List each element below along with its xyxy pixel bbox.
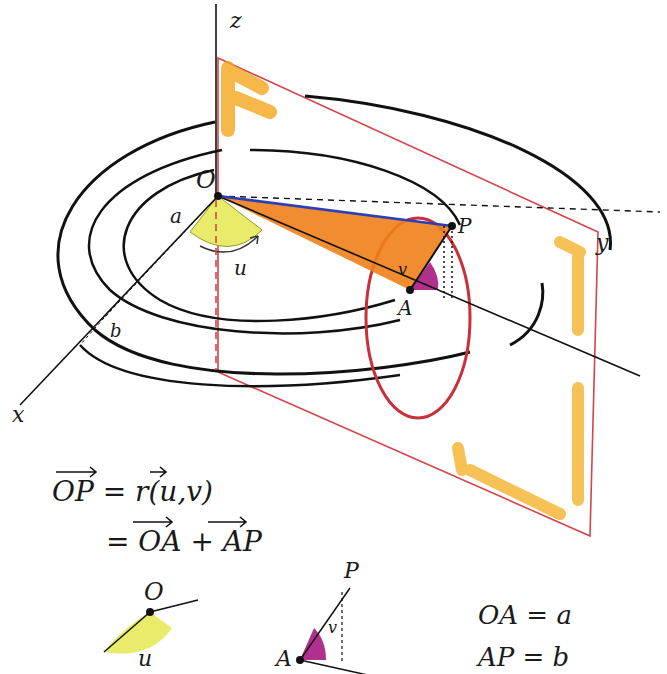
angle-label: v (398, 262, 407, 278)
point-label: A (398, 298, 412, 318)
point-label: A (276, 648, 292, 670)
formula: = OA + AP (106, 528, 262, 556)
point-label: O (196, 168, 216, 192)
point-label: P (458, 216, 471, 236)
formula: AP = b (478, 644, 569, 670)
formula: OA = a (478, 602, 572, 628)
length-label: b (110, 322, 122, 340)
point-label: P (344, 560, 359, 582)
axis-label: z (230, 10, 242, 32)
axis-label: y (596, 232, 608, 254)
angle-label: u (234, 258, 247, 278)
axis-label: x (12, 404, 24, 426)
formula: OP = r(u,v) (52, 478, 213, 506)
angle-label: u (138, 648, 152, 670)
point-label: O (144, 580, 164, 604)
angle-label: v (328, 620, 337, 636)
length-label: a (170, 206, 182, 226)
